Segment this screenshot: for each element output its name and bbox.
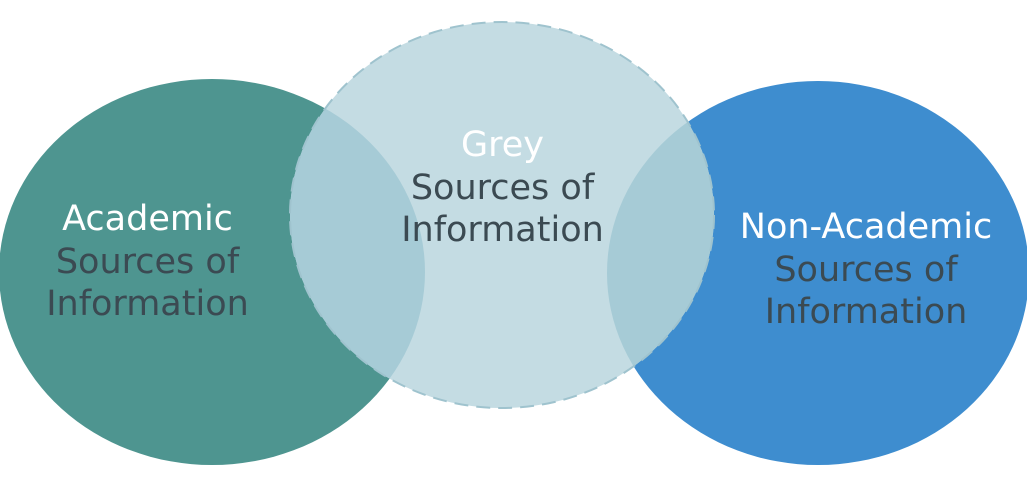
academic-line-1: Sources of <box>55 241 240 282</box>
academic-line-2: Information <box>46 284 249 325</box>
grey-label: Grey Sources of Information <box>370 124 635 252</box>
non-academic-line-1: Sources of <box>774 249 958 290</box>
academic-label: Academic Sources of Information <box>20 198 275 326</box>
grey-title: Grey <box>461 125 544 165</box>
non-academic-line-2: Information <box>764 292 968 333</box>
grey-line-2: Information <box>401 210 604 251</box>
grey-line-1: Sources of <box>410 167 595 208</box>
academic-title: Academic <box>62 199 233 239</box>
grey-circle-border <box>289 21 715 409</box>
non-academic-label: Non-Academic Sources of Information <box>718 206 1014 334</box>
non-academic-circle <box>607 81 1027 465</box>
non-academic-title: Non-Academic <box>739 207 993 247</box>
